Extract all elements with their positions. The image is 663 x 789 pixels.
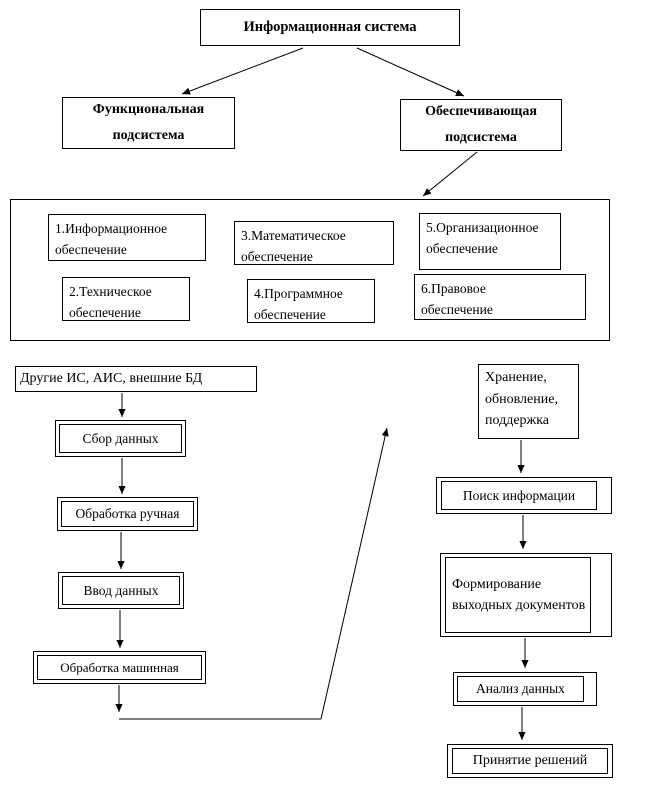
- node-information-system: Информационная система: [200, 9, 460, 46]
- node-information-search-label: Поиск информации: [441, 481, 597, 510]
- node-decision-making-label: Принятие решений: [452, 748, 608, 774]
- arrow-root-to-providing: [356, 47, 465, 97]
- node-machine-processing-label: Обработка машинная: [37, 655, 202, 680]
- node-data-collection: Сбор данных: [55, 420, 186, 457]
- arrow-providing-to-support: [422, 151, 478, 197]
- arrow-root-to-functional: [181, 47, 304, 95]
- node-storage-update-support: Хранение, обновление, поддержка: [478, 364, 579, 439]
- node-functional-subsystem: Функциональная подсистема: [62, 97, 235, 149]
- node-output-documents-label: Формирование выходных документов: [445, 557, 591, 633]
- support-item-organizational: 5.Организационное обеспечение: [419, 213, 561, 270]
- node-manual-processing-label: Обработка ручная: [61, 501, 194, 527]
- support-item-software: 4.Программное обеспечение: [247, 279, 375, 323]
- support-item-technical: 2.Техническое обеспечение: [62, 277, 190, 321]
- node-machine-processing: Обработка машинная: [33, 651, 206, 684]
- node-data-collection-label: Сбор данных: [59, 424, 182, 453]
- node-data-analysis-label: Анализ данных: [457, 676, 584, 702]
- node-data-analysis: Анализ данных: [453, 672, 597, 706]
- node-external-sources: Другие ИС, АИС, внешние БД: [15, 366, 257, 392]
- node-information-search: Поиск информации: [436, 477, 612, 514]
- node-manual-processing: Обработка ручная: [57, 497, 198, 531]
- node-output-documents: Формирование выходных документов: [440, 553, 612, 637]
- node-data-input-label: Ввод данных: [62, 576, 180, 605]
- node-data-input: Ввод данных: [58, 572, 184, 609]
- node-providing-subsystem: Обеспечивающая подсистема: [400, 99, 562, 151]
- support-item-mathematical: 3.Математическое обеспечение: [234, 221, 394, 265]
- support-item-information: 1.Информационное обеспечение: [48, 214, 206, 261]
- arrow-diagonal-to-storage: [320, 427, 389, 720]
- support-item-legal: 6.Правовое обеспечение: [414, 274, 586, 320]
- node-decision-making: Принятие решений: [447, 744, 613, 778]
